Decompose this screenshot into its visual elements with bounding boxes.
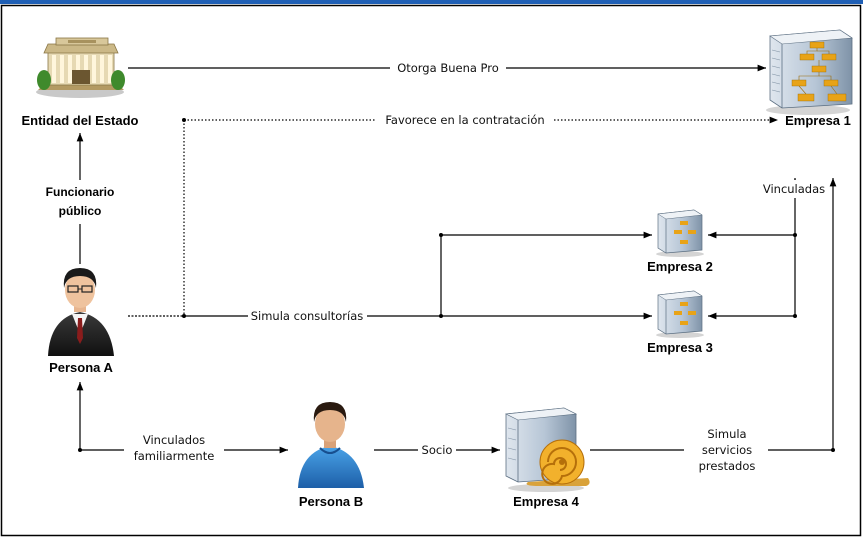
edge-label-simula-servicios-2: servicios — [702, 443, 752, 457]
edge-label-vinculadas: Vinculadas — [763, 182, 825, 196]
frame-border — [0, 4, 862, 537]
edge-funcionario-publico: Funcionario público — [36, 133, 124, 264]
persona-b-label: Persona B — [299, 494, 363, 509]
edge-simula-consultorias: Simula consultorías — [128, 231, 652, 323]
entidad-label: Entidad del Estado — [21, 113, 138, 128]
edge-label-favorece: Favorece en la contratación — [385, 113, 544, 127]
edge-label-socio: Socio — [422, 443, 453, 457]
empresa2-building-icon — [656, 209, 704, 257]
empresa1-building-icon — [766, 29, 853, 115]
edge-label-simula-servicios-1: Simula — [707, 427, 746, 441]
entidad-building-icon — [36, 37, 125, 98]
frame-top-border — [0, 0, 863, 4]
empresa3-building-icon — [656, 290, 704, 338]
edge-label-simula-servicios-3: prestados — [699, 459, 756, 473]
edge-simula-servicios: Simula servicios prestados — [590, 178, 837, 474]
persona-a-label: Persona A — [49, 360, 113, 375]
edge-label-funcionario-1: Funcionario — [46, 185, 115, 199]
empresa2-label: Empresa 2 — [647, 259, 713, 274]
empresa4-building-snail-icon — [504, 407, 590, 492]
edge-favorece: Favorece en la contratación — [182, 113, 778, 316]
empresa3-label: Empresa 3 — [647, 340, 713, 355]
persona-a-icon — [48, 268, 114, 356]
edge-otorga-buena-pro: Otorga Buena Pro — [128, 61, 766, 75]
persona-b-icon — [298, 402, 364, 488]
edge-socio: Socio — [374, 443, 500, 457]
empresa4-label: Empresa 4 — [513, 494, 580, 509]
edge-vinculados-familiarmente: Vinculados familiarmente — [76, 382, 288, 468]
edge-label-otorga: Otorga Buena Pro — [397, 61, 499, 75]
edge-label-vinculados-1: Vinculados — [143, 433, 205, 447]
edge-label-funcionario-2: público — [59, 204, 102, 218]
empresa1-label: Empresa 1 — [785, 113, 851, 128]
edge-vinculadas: Vinculadas — [708, 178, 832, 320]
edge-label-vinculados-2: familiarmente — [134, 449, 215, 463]
edge-label-simula-consultorias: Simula consultorías — [251, 309, 364, 323]
